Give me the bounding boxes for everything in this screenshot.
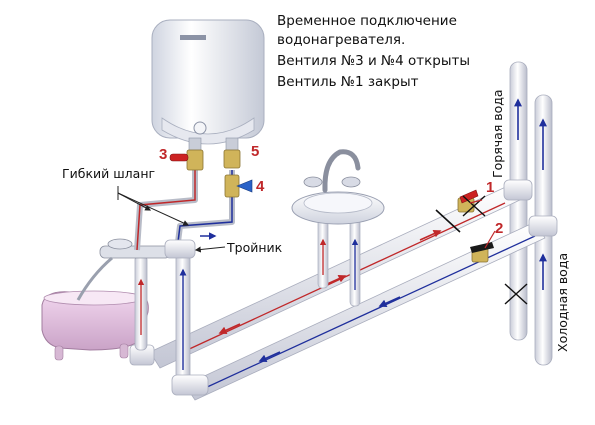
valve-3 xyxy=(169,149,204,171)
hot-riser-tee xyxy=(503,179,533,201)
valve-1-number: 1 xyxy=(486,179,495,196)
water-heater-tank xyxy=(151,19,265,151)
label-leaders xyxy=(117,186,496,253)
valve-2-number: 2 xyxy=(495,220,504,237)
valve-2 xyxy=(470,242,494,263)
caption-line-4: Вентиль №1 закрыт xyxy=(277,74,419,90)
tee-fitting xyxy=(164,239,196,259)
hot-water-label: Горячая вода xyxy=(490,89,505,178)
bath-mixer xyxy=(76,238,171,351)
valve-1 xyxy=(435,189,486,233)
cold-water-label: Холодная вода xyxy=(555,252,570,352)
valve-4 xyxy=(224,174,253,198)
valve-5 xyxy=(223,149,241,169)
valve-3-number: 3 xyxy=(159,146,168,163)
washbasin xyxy=(291,149,385,225)
cold-vertical-pipe xyxy=(171,249,209,396)
hot-supply-pipe xyxy=(149,184,521,369)
riser-cross-mark xyxy=(504,283,528,305)
valve-5-number: 5 xyxy=(251,143,260,160)
valve-4-number: 4 xyxy=(256,178,265,195)
caption-line-1: Временное подключение xyxy=(277,13,457,29)
diagram-caption: Временное подключение водонагревателя. В… xyxy=(277,12,577,92)
flex-hose-label: Гибкий шланг xyxy=(62,166,156,181)
cold-riser-tee xyxy=(528,215,558,237)
sink-supply-pipes xyxy=(317,217,361,307)
caption-line-3: Вентиля №3 и №4 открыты xyxy=(277,53,471,69)
tee-label: Тройник xyxy=(227,240,283,255)
caption-line-2: водонагревателя. xyxy=(277,32,406,48)
